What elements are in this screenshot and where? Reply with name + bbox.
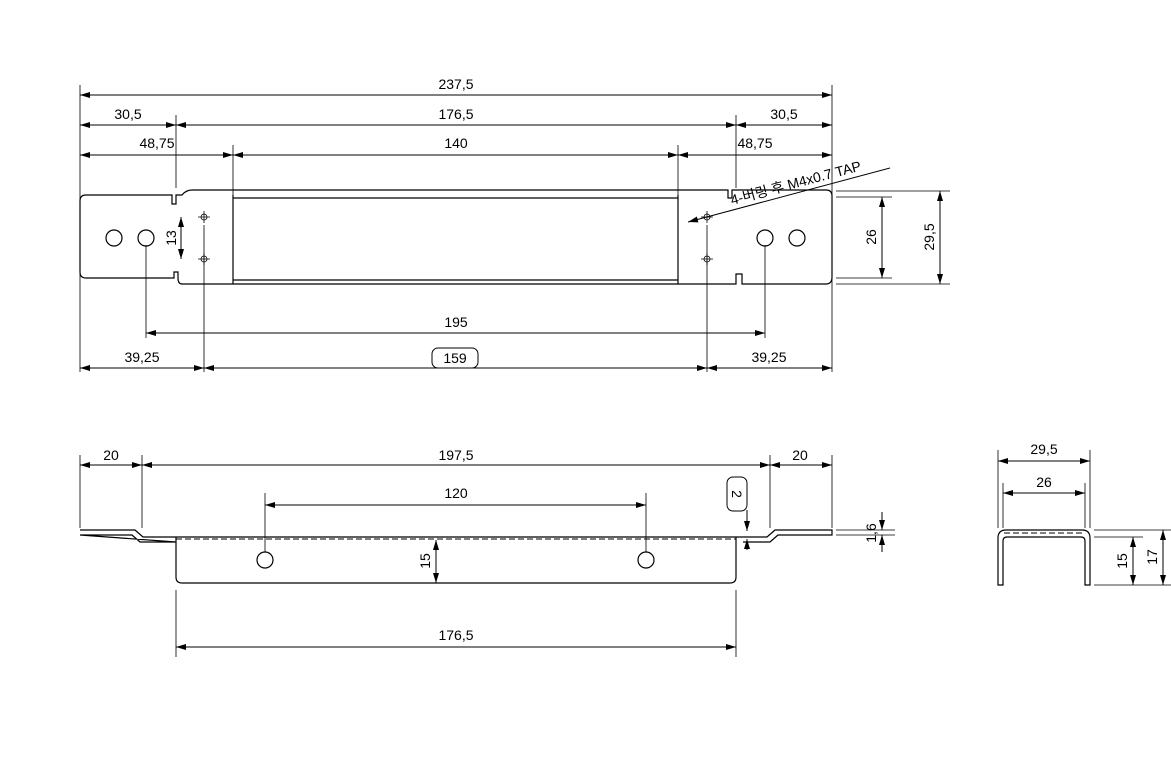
dim-176-5: 176,5 <box>438 627 473 643</box>
dim-140: 140 <box>444 135 468 151</box>
hole <box>756 229 774 247</box>
dim-right-48-75: 48,75 <box>737 135 772 151</box>
dim-195: 195 <box>444 314 468 330</box>
dim-1-6: 1,6 <box>863 523 879 543</box>
hole <box>105 229 123 247</box>
dim-120: 120 <box>444 485 468 501</box>
dim-left-20: 20 <box>103 447 119 463</box>
dim-159: 159 <box>443 350 467 366</box>
dim-left-39-25: 39,25 <box>124 349 159 365</box>
dim-right-20: 20 <box>792 447 808 463</box>
dim-29-5: 29,5 <box>921 223 937 250</box>
dim-13: 13 <box>163 230 179 246</box>
dim-right-39-25: 39,25 <box>751 349 786 365</box>
tap-note: 4-버링 후 M4x0.7 TAP <box>729 158 863 208</box>
dim-2: 2 <box>729 490 745 498</box>
plate-profile <box>79 529 833 543</box>
dim-left-30-5: 30,5 <box>114 106 141 122</box>
dim-left-48-75: 48,75 <box>139 135 174 151</box>
flange <box>175 537 737 584</box>
dim-15: 15 <box>1114 553 1130 569</box>
plate-outline <box>79 189 833 285</box>
side-view: 29,5 26 15 17 <box>997 441 1171 586</box>
dim-15: 15 <box>417 553 433 569</box>
dim-17: 17 <box>1144 549 1160 565</box>
hole <box>637 551 655 569</box>
dim-197-5: 197,5 <box>438 447 473 463</box>
hole <box>137 229 155 247</box>
window <box>232 195 679 284</box>
tap-hole-marks <box>198 211 713 265</box>
hole <box>256 551 274 569</box>
reference-box <box>431 347 479 369</box>
dim-26: 26 <box>1036 474 1052 490</box>
reference-box <box>726 476 748 512</box>
top-view: 237,5 30,5 176,5 30,5 48,75 140 48,75 4-… <box>79 76 950 372</box>
dim-176-5: 176,5 <box>438 106 473 122</box>
dim-26: 26 <box>863 229 879 245</box>
hole <box>788 229 806 247</box>
front-view: 20 197,5 20 120 2 15 176,5 1,6 <box>79 447 895 657</box>
dim-29-5: 29,5 <box>1030 441 1057 457</box>
dim-right-30-5: 30,5 <box>770 106 797 122</box>
u-channel <box>997 529 1091 586</box>
dim-overall: 237,5 <box>438 76 473 92</box>
